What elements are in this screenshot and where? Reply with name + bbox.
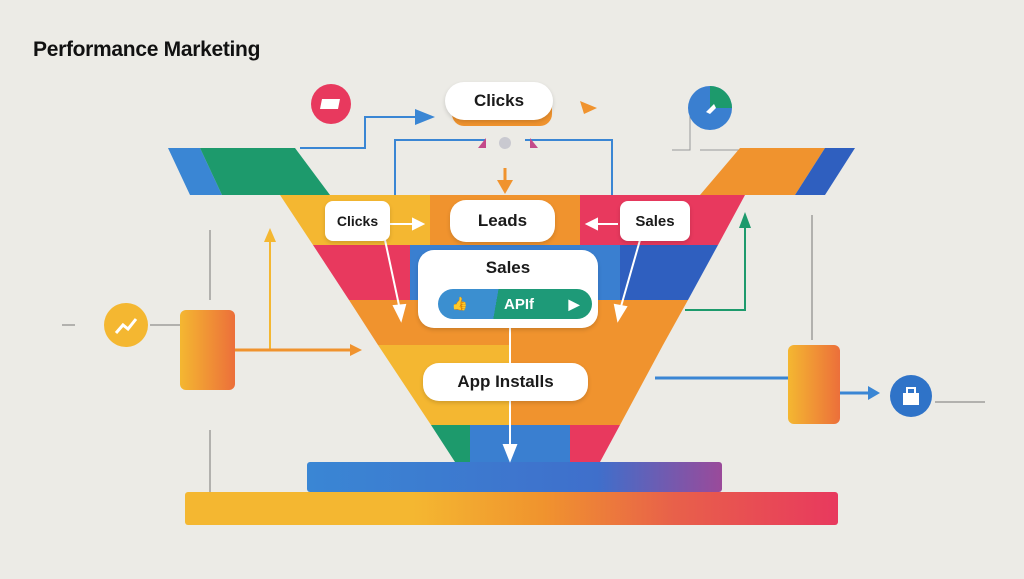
api-button[interactable]: 👍 APIf ▶ <box>438 289 592 319</box>
globe-icon <box>688 86 732 130</box>
leads-node[interactable]: Leads <box>450 200 555 242</box>
play-icon: ▶ <box>568 295 580 312</box>
arrow-heads <box>264 101 880 400</box>
trend-icon <box>104 303 148 347</box>
triangle-icon <box>580 101 597 114</box>
page-title: Performance Marketing <box>33 38 261 61</box>
left-orange-block <box>180 310 235 390</box>
api-label: APIf <box>504 295 534 313</box>
funnel-base-top <box>307 462 722 492</box>
thumbs-up-icon: 👍 <box>451 296 469 311</box>
shopping-bag-icon <box>890 375 932 417</box>
funnel-base-bottom <box>185 492 838 525</box>
sales-side-node[interactable]: Sales <box>620 201 690 241</box>
clicks-top-node[interactable]: Clicks <box>445 82 553 120</box>
app-installs-node[interactable]: App Installs <box>423 363 588 401</box>
clicks-side-node[interactable]: Clicks <box>325 201 390 241</box>
tag-icon <box>311 84 351 124</box>
right-orange-block <box>788 345 840 424</box>
sales-center-label: Sales <box>485 258 531 277</box>
